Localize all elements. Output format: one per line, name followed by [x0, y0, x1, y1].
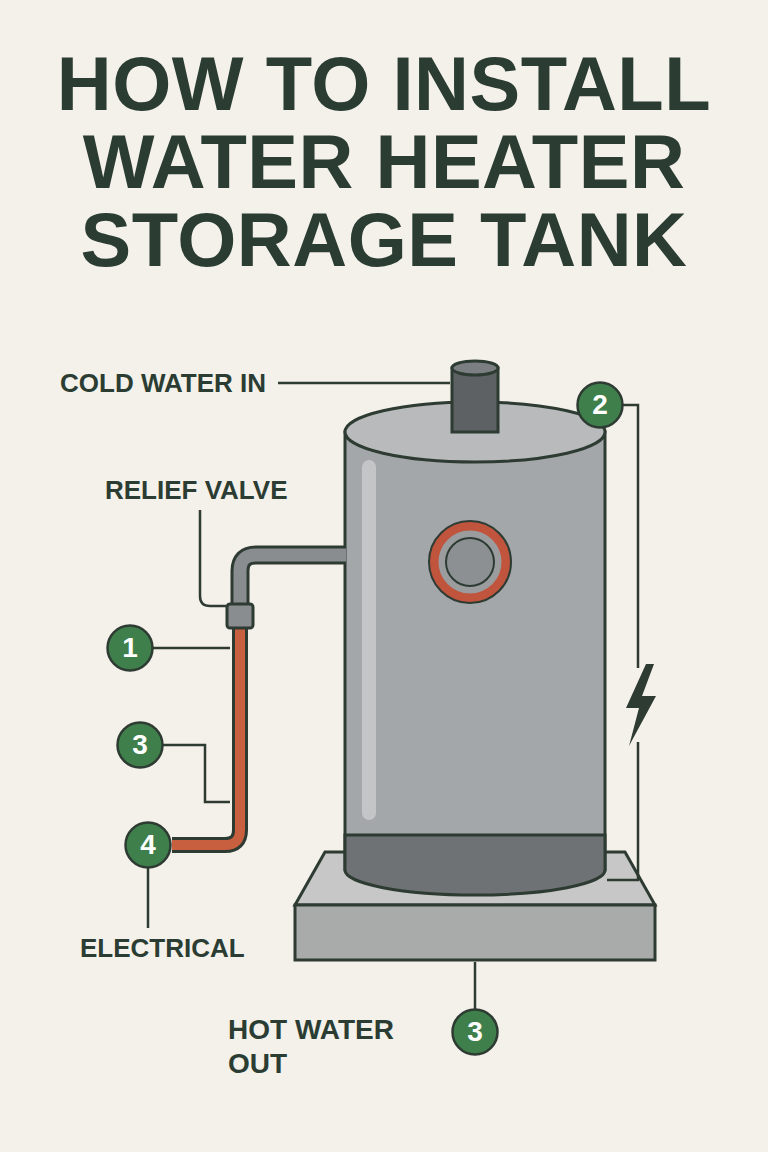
- tank-bottom: [345, 835, 605, 895]
- relief-valve-fitting: [227, 604, 253, 628]
- inlet-pipe: [452, 368, 498, 432]
- title-heading: HOW TO INSTALL WATER HEATER STORAGE TANK: [10, 45, 758, 279]
- lightning-bolt: [626, 664, 656, 746]
- callout-number: 4: [140, 823, 156, 867]
- callout-number: 3: [467, 1010, 483, 1054]
- callout-circle: 3: [451, 1008, 499, 1056]
- part-label: ELECTRICAL: [80, 932, 245, 964]
- callout-circle: 3: [116, 721, 164, 769]
- part-label: COLD WATER IN: [60, 367, 266, 399]
- callout-circle-fill: [118, 723, 163, 768]
- leader-line: [153, 647, 230, 650]
- tank-body: [345, 432, 605, 870]
- leader-line: [474, 962, 477, 1009]
- base-front: [295, 905, 655, 960]
- inlet-pipe-top: [452, 361, 498, 375]
- leader-line: [147, 868, 150, 928]
- access-port-rim: [429, 521, 511, 603]
- callout-number: 1: [122, 626, 138, 670]
- part-label: HOT WATER OUT: [228, 1013, 428, 1081]
- relief-pipe-outline: [240, 555, 345, 606]
- callout-number: 2: [592, 383, 608, 427]
- callout-circle: 4: [124, 821, 172, 869]
- discharge-pipe: [172, 626, 240, 845]
- tank-highlight: [362, 460, 376, 820]
- discharge-pipe-outline: [172, 626, 240, 845]
- callout-number: 3: [132, 723, 148, 767]
- callout-circle-fill: [126, 823, 171, 868]
- part-label: RELIEF VALVE: [105, 474, 288, 506]
- callout-circle-fill: [108, 626, 153, 671]
- tank-band-line: [345, 834, 605, 836]
- callout-circle-fill: [453, 1010, 498, 1055]
- access-port-core: [446, 538, 494, 586]
- access-port: [434, 526, 506, 598]
- callout-circle-fill: [578, 383, 623, 428]
- leader-line: [622, 405, 638, 668]
- leader-line: [200, 510, 226, 606]
- leader-line: [607, 742, 638, 880]
- callout-circle: 1: [106, 624, 154, 672]
- callout-circle: 2: [576, 381, 624, 429]
- relief-pipe: [240, 555, 346, 606]
- leader-line: [163, 745, 230, 802]
- leader-line: [278, 382, 450, 385]
